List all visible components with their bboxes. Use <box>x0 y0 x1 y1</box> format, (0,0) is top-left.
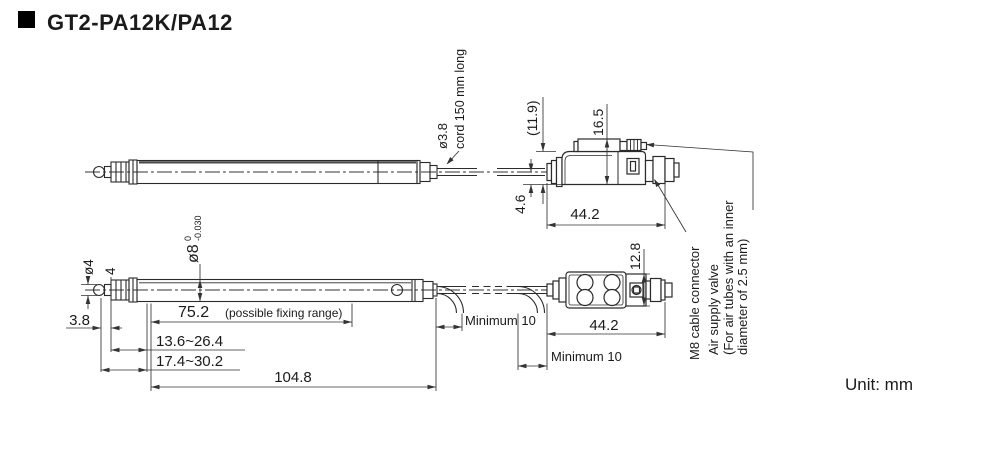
cable-bend-first <box>436 285 465 314</box>
cord-length-label: cord 150 mm long <box>453 49 467 149</box>
title-block: GT2-PA12K/PA12 <box>18 10 233 35</box>
dim-75-2-note: (possible fixing range) <box>225 306 342 320</box>
mounting-hole <box>603 288 621 307</box>
top-view: ø4 4 ø8 0 -0.030 3.8 75.2 (possible fixi… <box>66 215 673 391</box>
dim-16-5: 16.5 <box>590 109 606 136</box>
m8-leader <box>654 179 687 233</box>
callout-leaders <box>646 144 754 233</box>
unit-body-inner-line <box>564 155 612 185</box>
page-title: GT2-PA12K/PA12 <box>47 10 233 35</box>
m8-connector-side <box>644 159 654 183</box>
top-sensor-unit <box>546 271 673 309</box>
air-supply-valve-label: Air supply valve <box>706 264 721 355</box>
dim-minimum-10-first: Minimum 10 <box>465 313 536 328</box>
side-dimensions <box>447 97 666 229</box>
side-sensor-unit <box>546 138 680 188</box>
side-dimension-arrows <box>446 139 665 228</box>
dim-4-6: 4.6 <box>512 194 528 214</box>
shaft-hole <box>390 283 404 297</box>
dim-11-9: (11.9) <box>524 100 540 136</box>
valve-nozzle <box>619 140 628 152</box>
dim-12-8: 12.8 <box>627 243 643 270</box>
m8-cable-connector-label: M8 cable connector <box>687 246 702 360</box>
air-supply-valve-note-1: (For air tubes with an inner <box>721 200 736 355</box>
dim-4: 4 <box>103 267 118 275</box>
dim-phi8-tol-upper: 0 <box>183 236 193 241</box>
valve-block <box>577 138 621 153</box>
cord-diameter-label: ø3.8 <box>435 123 450 149</box>
top-probe <box>92 277 549 314</box>
cord-boot <box>546 162 553 182</box>
cable-bend-second <box>517 285 546 314</box>
dim-minimum-10-second: Minimum 10 <box>551 349 622 364</box>
mounting-hole <box>576 288 594 307</box>
dim-44-2-top: 44.2 <box>589 317 618 334</box>
dim-phi4: ø4 <box>81 259 96 275</box>
dim-13-6-26-4: 13.6~26.4 <box>156 333 223 350</box>
unit-note: Unit: mm <box>845 375 913 394</box>
dim-104-8: 104.8 <box>274 369 312 386</box>
side-probe <box>92 159 545 185</box>
air-supply-valve-note-2: diameter of 2.5 mm) <box>735 239 750 355</box>
dim-phi8-tol-lower: -0.030 <box>193 215 203 241</box>
cord-boot-top <box>546 283 554 297</box>
callout-arrows <box>646 142 661 187</box>
dim-3-8: 3.8 <box>69 312 90 329</box>
dim-17-4-30-2: 17.4~30.2 <box>156 353 223 370</box>
callouts: M8 cable connector Air supply valve (For… <box>646 142 754 360</box>
dim-phi8-group: ø8 0 -0.030 <box>183 215 203 263</box>
dim-phi8: ø8 <box>185 244 202 263</box>
top-dimensions <box>66 249 666 391</box>
section-marker <box>18 11 35 28</box>
m8-connector-top <box>645 280 652 300</box>
dim-75-2: 75.2 <box>178 304 209 321</box>
side-view: ø3.8 cord 150 mm long (11.9) 16.5 4.6 44… <box>85 49 680 229</box>
air-valve-leader <box>646 144 754 210</box>
mounting-hole <box>603 273 621 292</box>
mounting-hole <box>576 273 594 292</box>
unit-body <box>561 150 647 186</box>
top-dimension-arrows <box>85 274 665 390</box>
dim-44-2-side: 44.2 <box>570 206 599 223</box>
